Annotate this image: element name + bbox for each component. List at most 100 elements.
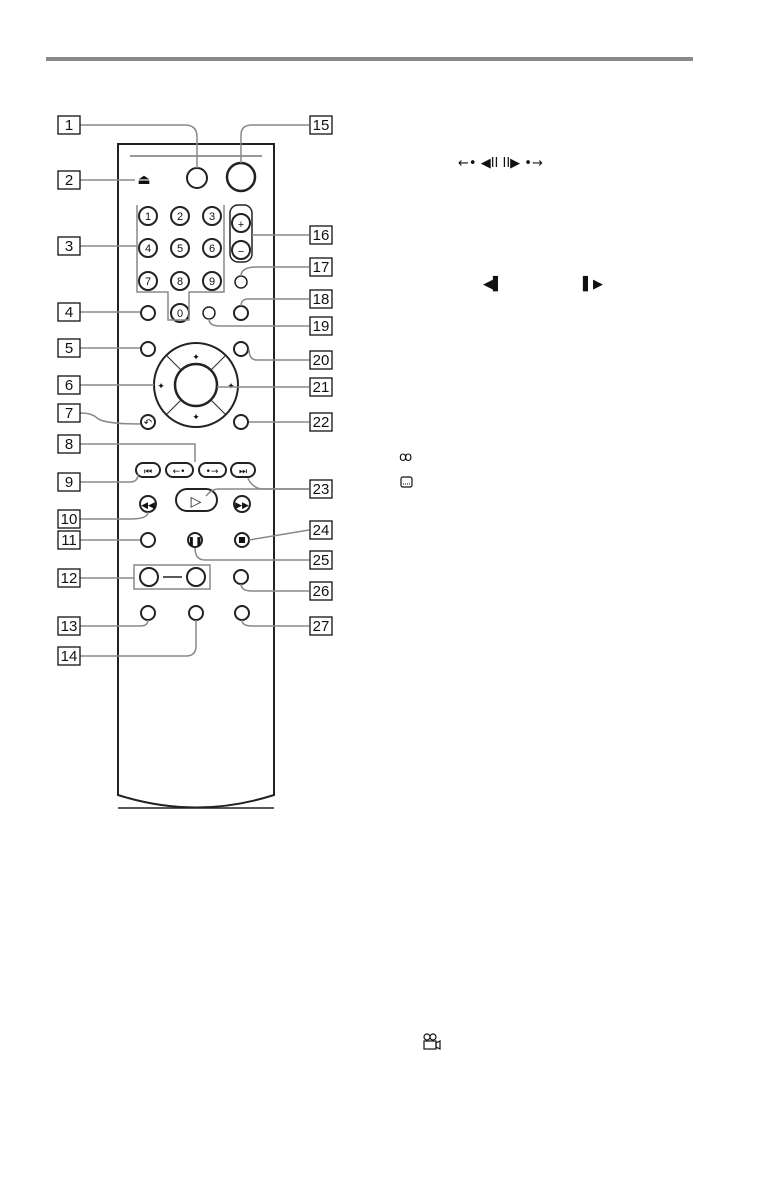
repeat-a-button[interactable] (139, 567, 159, 587)
keypad-bracket (136, 205, 225, 321)
audio-button[interactable] (140, 605, 156, 621)
next-button[interactable] (230, 462, 256, 478)
callout-number-2: 2 (65, 172, 73, 189)
keypad-button-1[interactable] (138, 206, 158, 226)
eject-icon[interactable]: ⏏ (137, 172, 150, 188)
down-arrow-icon[interactable]: ✦ (192, 413, 200, 423)
callout-box-3 (57, 236, 81, 256)
callout-number-12: 12 (61, 570, 78, 587)
callout-box-14 (57, 646, 81, 666)
callout-number-6: 6 (65, 377, 73, 394)
callout-box-19 (309, 316, 333, 336)
volume-minus-label: − (238, 246, 244, 258)
time-text-button[interactable] (233, 305, 249, 321)
callout-number-3: 3 (65, 238, 73, 255)
repeat-bracket (133, 564, 211, 590)
pause-icon: ❚❚ (187, 537, 202, 547)
callout-box-4 (57, 302, 81, 322)
callout-number-17: 17 (313, 259, 330, 276)
callout-number-9: 9 (65, 474, 73, 491)
keypad-label-6: 6 (209, 243, 215, 255)
dpad-divider-2 (209, 355, 226, 372)
callout-number-15: 15 (313, 117, 330, 134)
callout-box-17 (309, 257, 333, 277)
tv-video-button[interactable] (234, 275, 248, 289)
callout-number-23: 23 (313, 481, 330, 498)
pause-button[interactable] (187, 532, 203, 548)
display-button[interactable] (140, 305, 156, 321)
callout-number-8: 8 (65, 436, 73, 453)
instant-replay-button[interactable] (165, 462, 194, 478)
repeat-b-button[interactable] (186, 567, 206, 587)
callout-number-5: 5 (65, 340, 73, 357)
callout-number-4: 4 (65, 304, 73, 321)
volume-rocker[interactable] (229, 204, 253, 263)
keypad-label-5: 5 (177, 243, 183, 255)
scan-forward-icon: ▶▶ (235, 501, 249, 511)
instant-advance-icon: •→ (206, 467, 219, 477)
next-icon: ⏭ (239, 467, 247, 477)
dpad-divider-1 (166, 355, 183, 372)
menu-button[interactable] (233, 341, 249, 357)
keypad-label-8: 8 (177, 276, 183, 288)
prev-button[interactable] (135, 462, 161, 478)
keypad-button-6[interactable] (202, 238, 222, 258)
tv-power-button[interactable] (186, 167, 208, 189)
top-menu-button[interactable] (140, 341, 156, 357)
stop-icon (239, 537, 245, 543)
display-lower-button[interactable] (233, 414, 249, 430)
callout-box-8 (57, 434, 81, 454)
callout-box-12 (57, 568, 81, 588)
leader-lines (79, 124, 310, 657)
callout-number-7: 7 (65, 405, 73, 422)
return-button[interactable] (140, 414, 156, 430)
enter-button[interactable] (173, 362, 219, 408)
callout-number-24: 24 (313, 522, 330, 539)
keypad-label-9: 9 (209, 276, 215, 288)
callout-number-20: 20 (313, 352, 330, 369)
keypad-button-8[interactable] (170, 271, 190, 291)
callout-box-21 (309, 377, 333, 397)
scan-back-icon: ◀◀ (141, 501, 155, 511)
left-arrow-icon[interactable]: ✦ (157, 382, 165, 392)
return-icon: ↶ (144, 418, 152, 429)
callout-number-19: 19 (313, 318, 330, 335)
keypad-button-3[interactable] (202, 206, 222, 226)
keypad-button-5[interactable] (170, 238, 190, 258)
volume-plus-button[interactable] (231, 213, 251, 233)
zoom-button[interactable] (233, 569, 249, 585)
callout-number-10: 10 (61, 511, 78, 528)
callout-box-24 (309, 520, 333, 540)
keypad-label-4: 4 (145, 243, 151, 255)
keypad-button-7[interactable] (138, 271, 158, 291)
dpad-divider-4 (209, 398, 226, 415)
power-button[interactable] (225, 161, 257, 193)
angle-button[interactable] (234, 605, 250, 621)
clear-button[interactable] (202, 306, 216, 320)
angle-icon (423, 1033, 441, 1050)
volume-minus-button[interactable] (231, 240, 251, 260)
keypad-label-3: 3 (209, 211, 215, 223)
keypad-button-4[interactable] (138, 238, 158, 258)
keypad-button-2[interactable] (170, 206, 190, 226)
callout-box-7 (57, 403, 81, 423)
callout-box-26 (309, 581, 333, 601)
subtitle-button[interactable] (188, 605, 204, 621)
callout-number-25: 25 (313, 552, 330, 569)
keypad-label-0: 0 (177, 308, 183, 320)
callout-number-27: 27 (313, 618, 330, 635)
keypad-label-7: 7 (145, 276, 151, 288)
instant-advance-button[interactable] (198, 462, 227, 478)
keypad-button-9[interactable] (202, 271, 222, 291)
callout-number-26: 26 (313, 583, 330, 600)
callout-box-27 (309, 616, 333, 636)
prev-icon: ⏮ (144, 467, 152, 477)
shuffle-button[interactable] (140, 532, 156, 548)
callout-box-11 (57, 530, 81, 550)
scan-forward-button[interactable] (233, 495, 251, 513)
up-arrow-icon[interactable]: ✦ (192, 353, 200, 363)
